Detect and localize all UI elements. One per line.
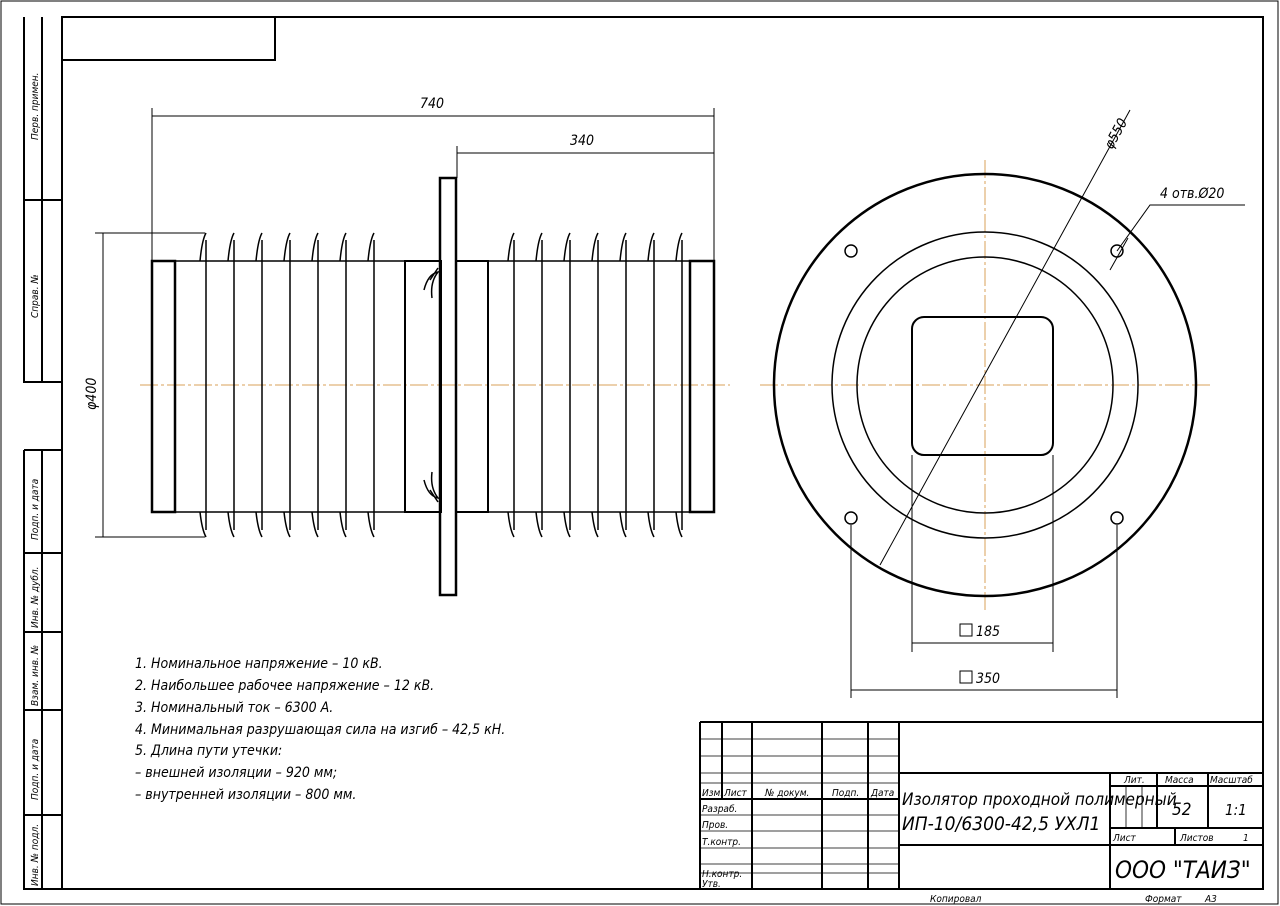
shed xyxy=(283,232,291,538)
shed xyxy=(647,232,655,538)
strip-label: Справ. № xyxy=(30,274,41,318)
dim-square-inner: 185 xyxy=(976,624,1000,640)
svg-text:Дата: Дата xyxy=(870,788,894,799)
strip-label: Инв. № дубл. xyxy=(29,566,41,628)
svg-text:Лист: Лист xyxy=(723,788,748,799)
dim-length: 740 xyxy=(420,96,444,112)
dim-holes: 4 отв.Ø20 xyxy=(1160,186,1224,202)
dim-outer-diameter: φ550 xyxy=(1102,116,1132,152)
shed xyxy=(199,232,207,538)
svg-text:Лист: Лист xyxy=(1112,833,1137,844)
dim-half: 340 xyxy=(570,133,594,149)
svg-text:4. Минимальная разрушающая сил: 4. Минимальная разрушающая сила на изгиб… xyxy=(135,722,505,738)
svg-text:– внутренней изоляции – 800 мм: – внутренней изоляции – 800 мм. xyxy=(135,787,356,803)
svg-text:1: 1 xyxy=(1243,833,1249,844)
svg-text:Т.контр.: Т.контр. xyxy=(702,837,741,848)
side-view xyxy=(140,176,730,597)
strip-label: Перв. примен. xyxy=(30,72,41,140)
svg-text:А3: А3 xyxy=(1204,894,1217,905)
dim-diameter: φ400 xyxy=(84,378,100,410)
svg-text:Разраб.: Разраб. xyxy=(702,803,737,815)
svg-text:Лит.: Лит. xyxy=(1123,775,1145,786)
shed xyxy=(535,232,543,538)
notes: 1. Номинальное напряжение – 10 кВ. 2. На… xyxy=(135,656,505,803)
svg-text:3. Номинальный ток – 6300 А.: 3. Номинальный ток – 6300 А. xyxy=(135,700,333,716)
strip-label: Подп. и дата xyxy=(30,739,41,800)
company-name: ООО "ТАИЗ" xyxy=(1115,856,1251,884)
shed xyxy=(619,232,627,538)
svg-text:№ докум.: № докум. xyxy=(764,788,809,799)
svg-text:Формат: Формат xyxy=(1145,894,1182,905)
svg-text:1. Номинальное напряжение – 10: 1. Номинальное напряжение – 10 кВ. xyxy=(135,656,383,672)
svg-text:Пров.: Пров. xyxy=(702,820,728,831)
mass-value: 52 xyxy=(1172,800,1191,820)
shed xyxy=(507,232,515,538)
shed xyxy=(311,232,319,538)
shed xyxy=(339,232,347,538)
shed xyxy=(675,232,683,538)
strip-label: Инв. № подл. xyxy=(30,824,41,886)
strip-label: Взам. инв. № xyxy=(30,645,41,706)
front-view xyxy=(760,160,1210,610)
svg-text:Копировал: Копировал xyxy=(930,894,982,905)
shed xyxy=(367,232,375,538)
scale-value: 1:1 xyxy=(1225,801,1247,819)
title-block: Изм. Лист № докум. Подп. Дата Разраб. Пр… xyxy=(699,721,1263,905)
side-strip-labels: Перв. примен. Справ. № Подп. и дата Инв.… xyxy=(29,72,41,886)
dim-square-outer: 350 xyxy=(976,671,1000,687)
svg-text:Масса: Масса xyxy=(1165,775,1194,786)
drawing-designation: ИП-10/6300-42,5 УХЛ1 xyxy=(902,813,1100,835)
shed xyxy=(227,232,235,538)
svg-text:Утв.: Утв. xyxy=(702,879,721,890)
shed xyxy=(563,232,571,538)
shed xyxy=(255,232,263,538)
shed xyxy=(591,232,599,538)
svg-text:Изм.: Изм. xyxy=(702,788,723,799)
strip-label: Подп. и дата xyxy=(30,479,41,540)
hole xyxy=(1110,511,1124,525)
svg-text:– внешней изоляции – 920 мм;: – внешней изоляции – 920 мм; xyxy=(135,765,337,781)
hole xyxy=(844,244,858,258)
hole xyxy=(844,511,858,525)
svg-text:Подп.: Подп. xyxy=(832,788,859,799)
svg-text:5. Длина пути утечки:: 5. Длина пути утечки: xyxy=(135,743,282,759)
svg-text:2. Наибольшее рабочее напряжен: 2. Наибольшее рабочее напряжение – 12 кВ… xyxy=(135,678,434,694)
drawing-title: Изолятор проходной полимерный xyxy=(902,790,1177,810)
svg-text:Масштаб: Масштаб xyxy=(1210,774,1253,786)
svg-text:Н.контр.: Н.контр. xyxy=(702,869,742,880)
dimensions: 740 340 φ400 φ550 4 отв.Ø20 185 350 xyxy=(84,96,1245,698)
svg-text:Листов: Листов xyxy=(1179,833,1214,844)
